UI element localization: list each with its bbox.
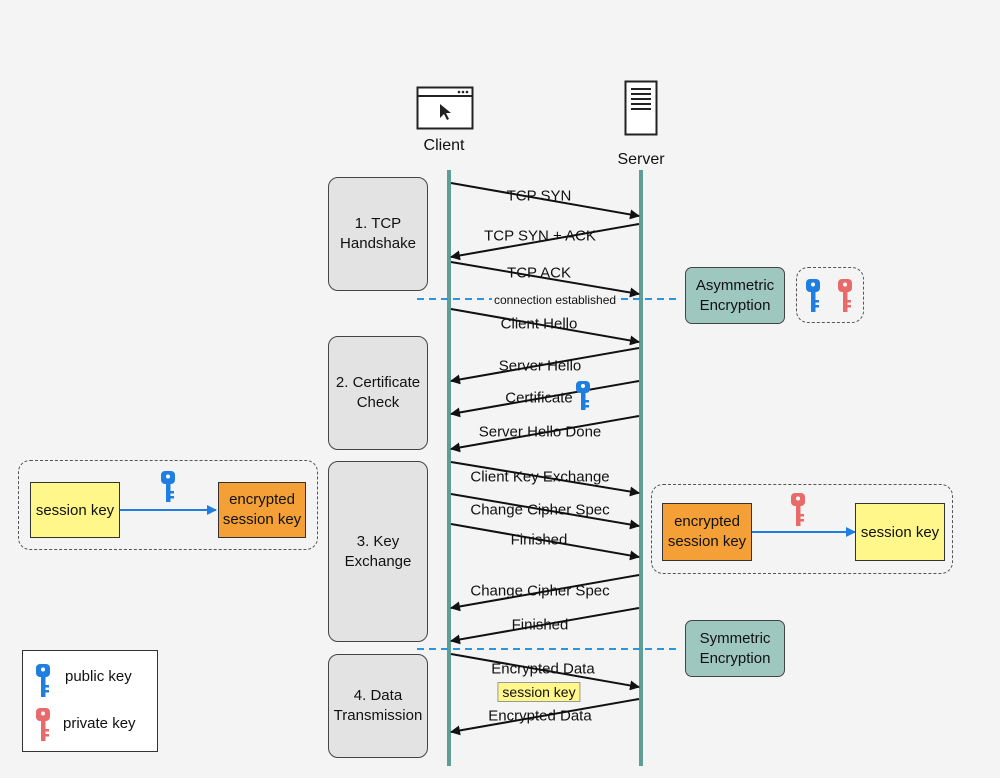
public-key-icon [806,279,820,312]
client-label: Client [423,137,465,154]
phase-tcp-handshake: 1. TCP Handshake [328,177,428,291]
arrow-encrypted-data-1 [450,653,640,691]
client-lifeline [447,170,451,766]
label-change-cipher-1: Change Cipher Spec [470,501,610,519]
label-encrypted-data-2: Encrypted Data [488,707,592,725]
client-session-key-box: session key [30,482,120,538]
label-server-hello: Server Hello [498,357,582,375]
server-lifeline [639,170,643,766]
arrow-client-hello [450,308,640,346]
legend: public key private key [22,650,158,752]
client-encrypted-session-key-box: encrypted session key [218,482,306,538]
phase-data-transmission: 4. Data Transmission [328,654,428,758]
label-server-hello-done: Server Hello Done [478,423,602,441]
server-session-key-box: session key [855,503,945,561]
arrow-change-cipher-1 [450,493,640,530]
server-decryption-panel [651,484,953,574]
arrow-change-cipher-2 [450,574,640,612]
browser-window-icon [416,86,474,130]
arrow-certificate [450,380,640,418]
legend-public-key: public key [65,668,132,685]
arrow-finished-2 [450,607,640,645]
legend-private-key: private key [63,715,136,732]
arrow-server-hello [450,347,640,385]
symmetric-encryption-box: Symmetric Encryption [685,620,785,677]
arrow-client-key-exchange [450,461,640,497]
asymmetric-encryption-box: Asymmetric Encryption [685,267,785,324]
server-label: Server [617,151,665,168]
label-client-hello: Client Hello [500,315,578,333]
arrow-tcp-syn-ack [450,223,640,261]
label-certificate: Certificate [505,389,573,407]
label-finished-2: Finished [511,616,569,634]
private-key-icon [36,708,50,741]
public-key-icon [576,381,590,410]
arrow-encrypted-data-2 [450,698,640,736]
label-client-key-exchange: Client Key Exchange [470,468,610,486]
label-change-cipher-2: Change Cipher Spec [470,582,610,600]
private-key-icon [791,493,805,526]
label-tcp-syn-ack: TCP SYN + ACK [484,227,596,245]
arrow-tcp-syn [450,182,640,220]
phase-key-exchange: 3. Key Exchange [328,461,428,642]
arrow-finished-1 [450,523,640,561]
phase-certificate-check: 2. Certificate Check [328,336,428,450]
public-key-icon [36,664,50,697]
server-icon [624,80,658,136]
arrow-tcp-ack [450,261,640,298]
private-key-icon [838,279,852,312]
public-key-icon [161,471,175,502]
label-finished-1: Finished [510,531,568,549]
server-encrypted-session-key-box: encrypted session key [662,503,752,561]
arrow-server-hello-done [450,415,640,453]
label-tcp-syn: TCP SYN [506,187,572,205]
client-encryption-panel [18,460,318,550]
label-tcp-ack: TCP ACK [507,264,571,282]
session-key-tag: session key [497,682,581,702]
label-connection-established: connection established [491,293,619,307]
label-encrypted-data-1: Encrypted Data [491,660,595,678]
key-pair-panel [796,267,864,323]
